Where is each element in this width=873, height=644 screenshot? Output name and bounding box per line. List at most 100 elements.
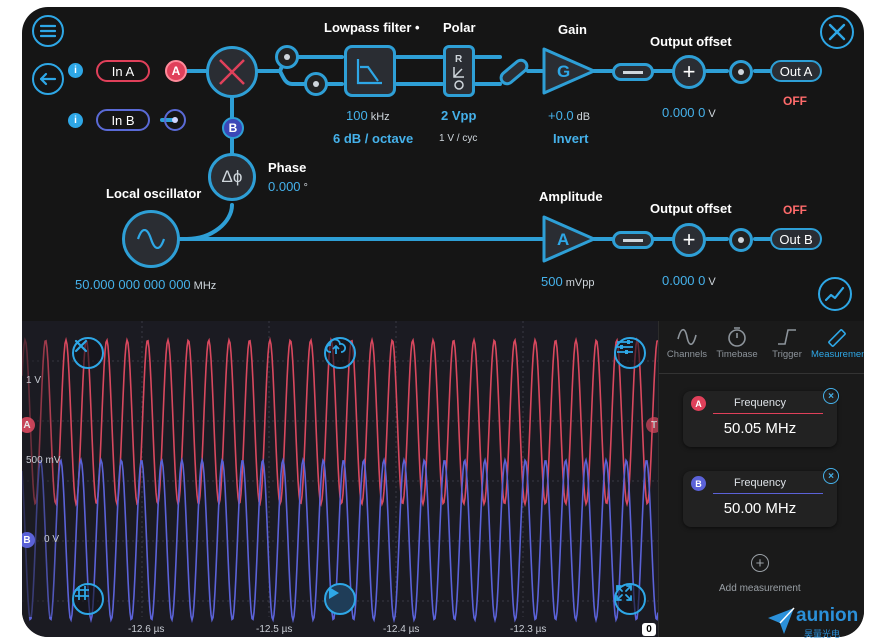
add-measurement-label[interactable]: Add measurement xyxy=(719,583,801,594)
polar-scale[interactable]: 1 V / cyc xyxy=(439,133,478,144)
phase-value-number: 0.000 xyxy=(268,179,301,194)
invert-toggle[interactable]: Invert xyxy=(553,131,589,146)
measurement-value: 50.05 MHz xyxy=(723,420,797,437)
out-a-label: Out A xyxy=(779,63,813,79)
output-bottom-node[interactable] xyxy=(729,228,753,252)
output-offset-bottom-unit: V xyxy=(708,276,716,288)
tab-trigger[interactable]: Trigger xyxy=(761,325,813,365)
oscilloscope-traces xyxy=(22,321,658,624)
oscilloscope-toggle-button[interactable] xyxy=(818,277,852,311)
channel-b-marker[interactable]: B xyxy=(22,532,35,548)
amplitude-symbol: A xyxy=(557,230,569,249)
x-tick: -12.3 µs xyxy=(510,624,547,635)
channel-b-marker-label: B xyxy=(23,534,31,546)
output-top-node[interactable] xyxy=(729,60,753,84)
phase-value-unit: ° xyxy=(303,182,308,194)
i-channel-node[interactable] xyxy=(275,45,299,69)
tab-channels[interactable]: Channels xyxy=(661,325,713,365)
measurements-panel: Channels Timebase Trigger Measurements A xyxy=(658,321,864,637)
sine-wave-icon xyxy=(136,229,166,249)
gain-title: Gain xyxy=(558,22,587,37)
remove-measurement-a-button[interactable]: × xyxy=(823,388,839,404)
measurement-title: Frequency xyxy=(734,397,786,409)
channel-a-marker[interactable]: A xyxy=(22,417,35,433)
out-a-button[interactable]: Out A xyxy=(770,60,822,82)
channel-b-badge[interactable]: B xyxy=(222,117,244,139)
tab-measurements[interactable]: Measurements xyxy=(811,325,864,365)
lowpass-curve-icon xyxy=(356,59,382,85)
gain-symbol: G xyxy=(557,62,570,81)
measurement-title: Frequency xyxy=(734,477,786,489)
tab-timebase[interactable]: Timebase xyxy=(711,325,763,365)
node-dot-icon xyxy=(313,81,319,87)
menu-icon xyxy=(40,24,56,38)
measurement-card-b[interactable]: B Frequency 50.00 MHz xyxy=(683,471,837,527)
info-icon[interactable]: i xyxy=(68,63,83,78)
menu-button[interactable] xyxy=(32,15,64,47)
out-a-state[interactable]: OFF xyxy=(783,94,807,108)
arrow-left-icon xyxy=(39,72,57,86)
input-b-node[interactable] xyxy=(164,109,186,131)
tab-trigger-label: Trigger xyxy=(772,349,802,360)
gain-amplifier-button[interactable]: G xyxy=(540,45,598,97)
q-channel-node[interactable] xyxy=(304,72,328,96)
settings-tools-button[interactable] xyxy=(820,15,854,49)
amplitude-button[interactable]: A xyxy=(540,213,598,265)
lowpass-slope[interactable]: 6 dB / octave xyxy=(333,131,414,146)
x-tick: -12.6 µs xyxy=(128,624,165,635)
output-offset-bottom-number: 0.000 0 xyxy=(662,273,706,288)
trigger-marker[interactable]: T xyxy=(646,417,658,433)
measurement-card-a[interactable]: A Frequency 50.05 MHz xyxy=(683,391,837,447)
close-scope-button[interactable] xyxy=(72,337,104,369)
measurement-value: 50.00 MHz xyxy=(723,500,797,517)
sine-wave-icon xyxy=(677,328,697,346)
amplitude-title: Amplitude xyxy=(539,189,603,204)
input-a-button[interactable]: In A xyxy=(96,60,150,82)
diagonal-capsule-icon[interactable] xyxy=(498,57,530,87)
mixer-node[interactable] xyxy=(206,46,258,98)
scope-settings-button[interactable] xyxy=(614,337,646,369)
remove-measurement-b-button[interactable]: × xyxy=(823,468,839,484)
add-measurement-button[interactable]: + xyxy=(751,554,769,572)
lowpass-filter-button[interactable] xyxy=(344,45,396,97)
channel-a-badge[interactable]: A xyxy=(165,60,187,82)
oscilloscope-plot[interactable]: 1 V 500 mV 0 V A B T -12.6 µs -12.5 µs -… xyxy=(22,321,658,637)
info-icon[interactable]: i xyxy=(68,113,83,128)
input-b-button[interactable]: In B xyxy=(96,109,150,131)
time-zero-label: 0 xyxy=(646,624,652,635)
out-b-label: Out B xyxy=(779,231,813,247)
output-offset-bottom-add[interactable]: + xyxy=(672,223,706,257)
play-icon xyxy=(329,587,339,599)
back-button[interactable] xyxy=(32,63,64,95)
lowpass-title: Lowpass filter • xyxy=(324,20,420,35)
grid-toggle-button[interactable] xyxy=(72,583,104,615)
y-label-0v: 0 V xyxy=(44,534,60,545)
trigger-marker-label: T xyxy=(650,419,658,431)
sliders-icon xyxy=(617,340,633,354)
trend-line-icon xyxy=(825,286,845,302)
trigger-edge-icon xyxy=(778,329,796,345)
fullscreen-button[interactable] xyxy=(614,583,646,615)
play-button[interactable] xyxy=(324,583,356,615)
phase-symbol: Δϕ xyxy=(221,167,243,186)
out-b-state[interactable]: OFF xyxy=(783,203,807,217)
out-b-button[interactable]: Out B xyxy=(770,228,822,250)
local-oscillator-button[interactable] xyxy=(122,210,180,268)
minus-capsule-bottom[interactable] xyxy=(612,231,654,249)
phase-value[interactable]: 0.000° xyxy=(268,179,308,194)
local-oscillator-frequency-unit: MHz xyxy=(193,280,217,292)
polar-button[interactable]: R xyxy=(443,45,475,97)
polar-range[interactable]: 2 Vpp xyxy=(441,108,477,123)
upload-button[interactable] xyxy=(324,337,356,369)
phase-button[interactable]: Δϕ xyxy=(208,153,256,201)
output-offset-top-add[interactable]: + xyxy=(672,55,706,89)
minus-capsule-top[interactable] xyxy=(612,63,654,81)
time-zero-marker[interactable]: 0 xyxy=(642,623,656,636)
cloud-upload-icon xyxy=(326,339,346,354)
